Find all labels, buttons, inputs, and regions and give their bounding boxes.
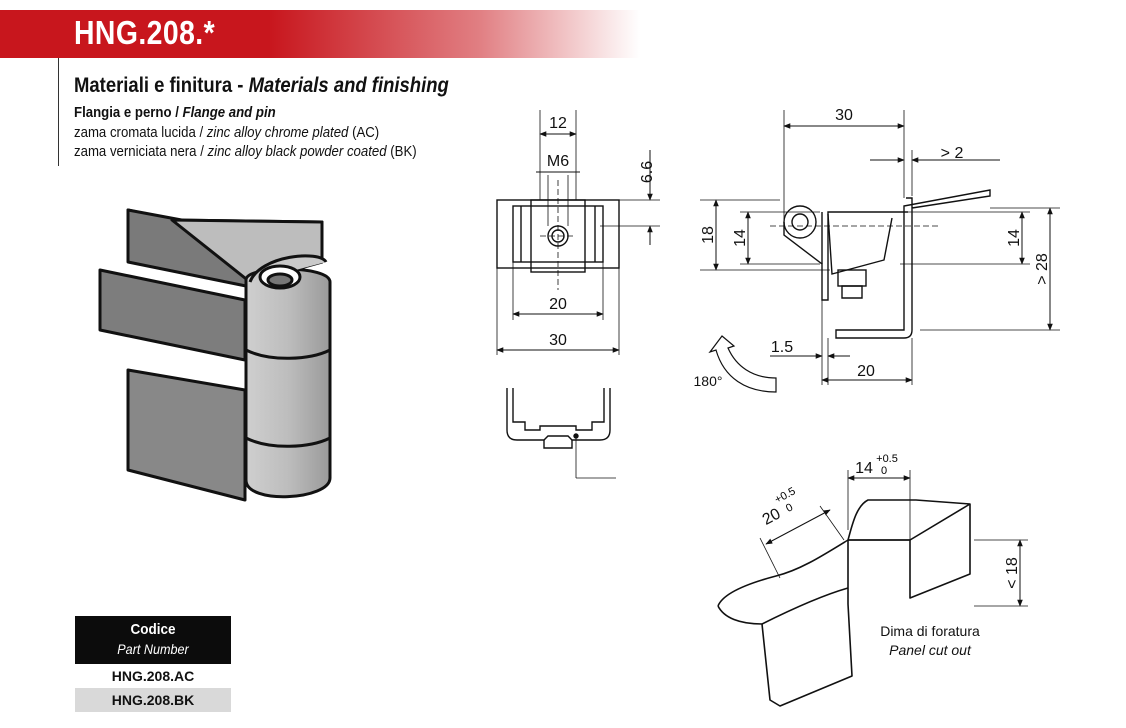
part-table-header-en: Part Number xyxy=(117,641,189,657)
materials-heading: Materiali e finitura - Materials and fin… xyxy=(74,74,449,98)
cutout-label-en: Panel cut out xyxy=(889,642,972,658)
finish-chrome-it: zama cromata lucida / xyxy=(74,124,207,141)
part-table-header-it: Codice xyxy=(130,621,176,638)
dim-12: 12 xyxy=(549,115,567,132)
dim-thread: M6 xyxy=(547,153,569,170)
bottom-profile-view xyxy=(506,388,616,479)
dim-1-5: 1.5 xyxy=(771,339,793,356)
front-view xyxy=(496,110,660,355)
finish-black-code: (BK) xyxy=(386,143,417,160)
vertical-divider xyxy=(58,58,59,166)
hinge-3d-render xyxy=(98,208,332,502)
dim-20-front: 20 xyxy=(549,296,567,313)
dim-14-tol-plus: +0.5 xyxy=(876,453,898,465)
part-table-header: Codice Part Number xyxy=(75,616,231,664)
dim-14-cut: 14 xyxy=(855,460,873,477)
dim-30-side: 30 xyxy=(835,107,853,124)
dim-30-front: 30 xyxy=(549,332,567,349)
dim-20-cut: 20 xyxy=(760,505,784,528)
dim-18: 18 xyxy=(700,226,717,244)
flange-pin-heading: Flangia e perno / Flange and pin xyxy=(74,104,276,121)
dim-14-tol-zero: 0 xyxy=(881,465,887,477)
dim-20-tol-zero: 0 xyxy=(784,501,795,514)
cutout-label-it: Dima di foratura xyxy=(880,623,980,639)
finish-black: zama verniciata nera / zinc alloy black … xyxy=(74,143,417,160)
dim-14-left: 14 xyxy=(732,229,749,247)
product-code-title: HNG.208.* xyxy=(74,14,216,51)
dim-6-6: 6.6 xyxy=(639,161,656,183)
finish-chrome-code: (AC) xyxy=(348,124,380,141)
dim-28: > 28 xyxy=(1034,253,1051,285)
title-banner xyxy=(0,10,640,58)
materials-heading-it: Materiali e finitura - xyxy=(74,74,249,97)
dim-gap: > 2 xyxy=(941,145,964,162)
side-view xyxy=(700,110,1060,393)
flange-pin-it: Flangia e perno / xyxy=(74,104,183,121)
finish-chrome: zama cromata lucida / zinc alloy chrome … xyxy=(74,124,379,141)
dim-18-cut: < 18 xyxy=(1004,557,1021,589)
panel-cutout-view xyxy=(717,470,1028,707)
rotation-label: 180° xyxy=(694,373,723,389)
finish-chrome-en: zinc alloy chrome plated xyxy=(206,124,349,141)
flange-pin-en: Flange and pin xyxy=(182,104,276,121)
part-row-ac: HNG.208.AC xyxy=(111,668,195,684)
part-number-table: Codice Part Number HNG.208.AC HNG.208.BK xyxy=(75,616,231,712)
finish-black-it: zama verniciata nera / xyxy=(74,143,208,160)
dim-14-right: 14 xyxy=(1006,229,1023,247)
dim-20-side: 20 xyxy=(857,363,875,380)
materials-heading-en: Materials and finishing xyxy=(248,74,449,97)
part-row-bk: HNG.208.BK xyxy=(75,688,231,712)
finish-black-en: zinc alloy black powder coated xyxy=(207,143,387,160)
